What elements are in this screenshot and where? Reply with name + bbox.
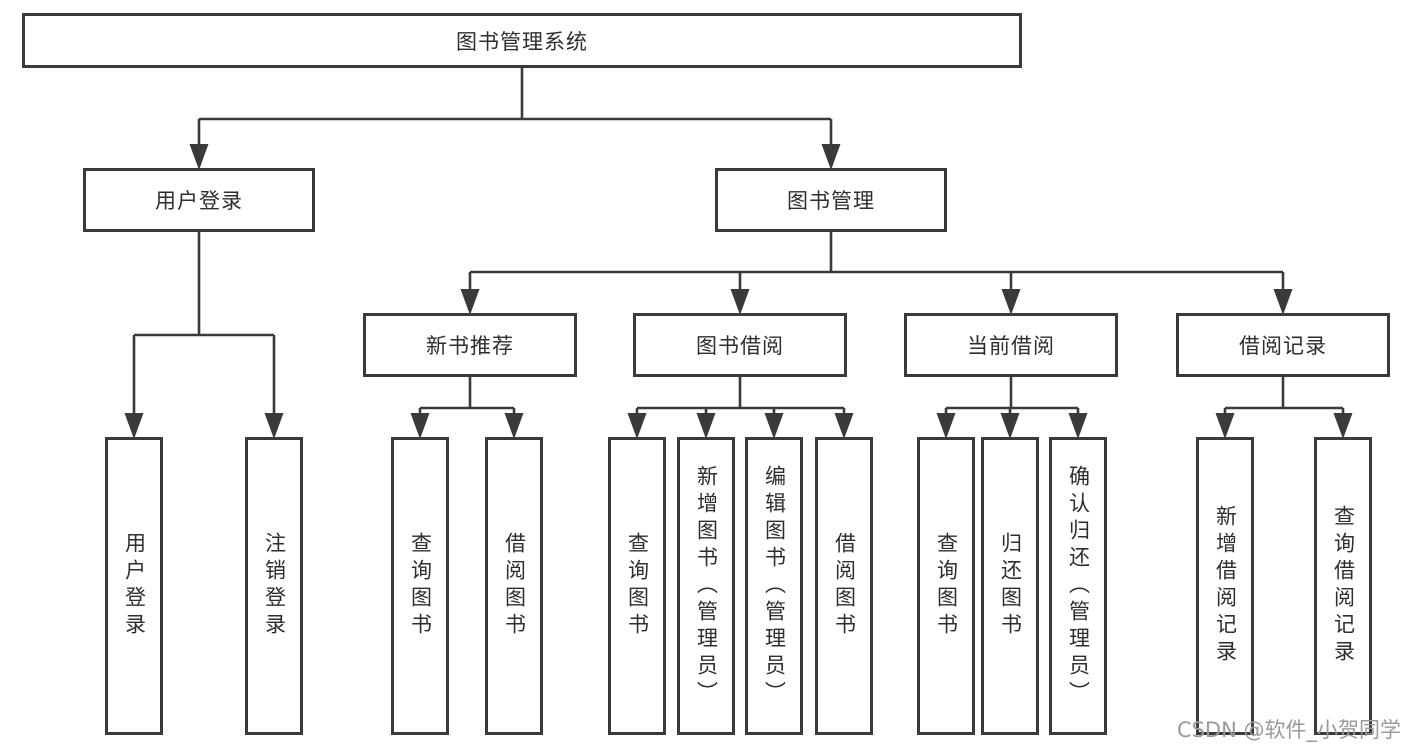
leaf-user-login: 用户登录 bbox=[105, 437, 163, 735]
node-label: 图书管理系统 bbox=[456, 29, 588, 54]
node-borrowing-records: 借阅记录 bbox=[1176, 313, 1390, 377]
node-label: 用户登录 bbox=[155, 189, 243, 213]
leaf-borrowing-add-book-admin: 新增图书（管理员） bbox=[677, 437, 735, 735]
leaf-current-query-books: 查询图书 bbox=[917, 437, 975, 735]
node-current-borrowing: 当前借阅 bbox=[904, 313, 1118, 377]
leaf-recommend-query-books: 查询图书 bbox=[391, 437, 449, 735]
leaf-recommend-borrow-books: 借阅图书 bbox=[485, 437, 543, 735]
leaf-records-query-record: 查询借阅记录 bbox=[1314, 437, 1372, 735]
leaf-borrowing-edit-book-admin: 编辑图书（管理员） bbox=[745, 437, 803, 735]
leaf-borrowing-query-books: 查询图书 bbox=[608, 437, 666, 735]
leaf-borrowing-borrow-books: 借阅图书 bbox=[815, 437, 873, 735]
leaf-current-return-books: 归还图书 bbox=[981, 437, 1039, 735]
node-book-management: 图书管理 bbox=[715, 168, 947, 232]
node-root-book-management-system: 图书管理系统 bbox=[22, 13, 1022, 68]
node-user-login: 用户登录 bbox=[83, 168, 315, 232]
node-new-book-recommend: 新书推荐 bbox=[363, 313, 577, 377]
node-book-borrowing: 图书借阅 bbox=[633, 313, 847, 377]
leaf-logout: 注销登录 bbox=[245, 437, 303, 735]
leaf-records-add-record: 新增借阅记录 bbox=[1196, 437, 1254, 735]
node-label: 图书管理 bbox=[787, 189, 875, 213]
csdn-watermark: CSDN @软件_小贺同学 bbox=[1176, 718, 1401, 742]
node-label: 当前借阅 bbox=[967, 334, 1055, 358]
node-label: 新书推荐 bbox=[426, 334, 514, 358]
leaf-current-confirm-return-admin: 确认归还（管理员） bbox=[1049, 437, 1107, 735]
node-label: 借阅记录 bbox=[1239, 334, 1327, 358]
node-label: 图书借阅 bbox=[696, 334, 784, 358]
